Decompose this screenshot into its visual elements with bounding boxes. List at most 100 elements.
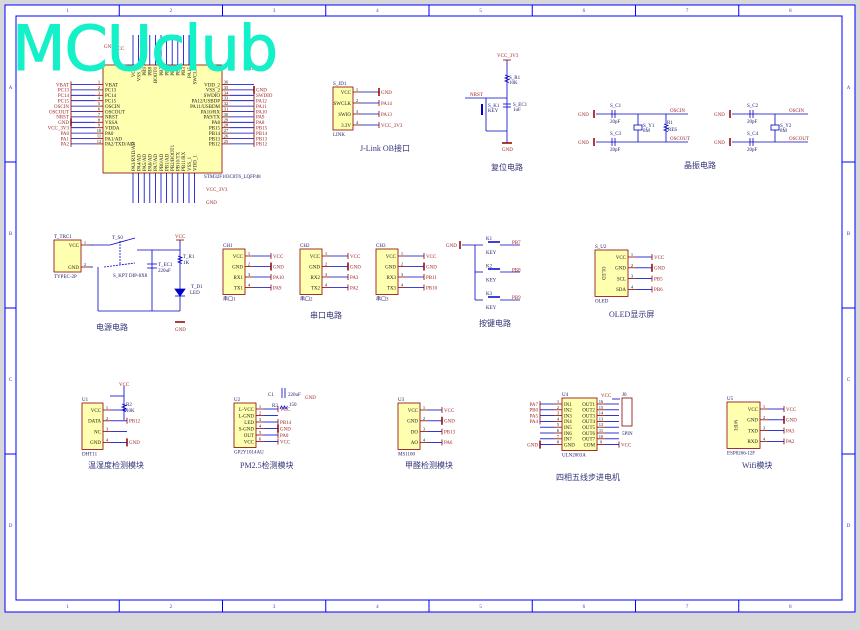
crystal2-c-top-ref: S_C2 <box>747 104 759 109</box>
pin-number: 2 <box>259 411 261 416</box>
pin-name: IN1 <box>564 403 572 408</box>
power-led-ref: T_D1 <box>191 285 203 290</box>
pin-number: 5 <box>98 101 101 106</box>
pin-number: 11 <box>97 134 101 139</box>
reset-net-label: NRST <box>470 93 483 98</box>
net-label: GND <box>350 265 361 270</box>
net-label: VCC <box>621 443 632 448</box>
pin-name: IN7 <box>564 438 572 443</box>
pin-name: OUT <box>244 434 254 439</box>
pin-number: 5 <box>557 422 560 427</box>
pin-number: 7 <box>557 434 560 439</box>
key-net-label: PB8 <box>512 269 521 274</box>
reset-cap-ref: S_EC1 <box>513 103 528 108</box>
power-circuit <box>92 237 186 323</box>
pin-name: PB9 <box>143 67 148 76</box>
net-label: PA10 <box>273 276 284 281</box>
reset-resistor-ref: S_R1 <box>509 76 521 81</box>
wifi-ref: U5 <box>727 397 734 402</box>
zone-column-label: 5 <box>479 605 482 610</box>
pin-number: 27 <box>224 128 229 133</box>
net-label: GND <box>250 67 261 72</box>
pin-name: GND <box>90 441 101 446</box>
crystal1-r-ref: R1 <box>667 121 673 126</box>
pin-name: IN4 <box>564 420 572 425</box>
pin-number: 4 <box>557 416 560 421</box>
zone-column-label: 4 <box>376 605 379 610</box>
watermark-logo: MCUclub <box>11 12 278 85</box>
pin-name: PA10/RX <box>201 110 221 115</box>
pin-name: VCC <box>91 409 102 414</box>
jlink-body <box>332 86 354 131</box>
crystal2-oscout: OSCOUT <box>789 137 809 142</box>
net-label: GND <box>206 201 217 206</box>
j0-ref: J0 <box>622 393 627 398</box>
pin-name: PA2/TXD/AD <box>105 143 134 148</box>
dht-vcc-net: VCC <box>119 383 130 388</box>
pin-name: PA7/AD <box>154 154 159 171</box>
pin-number: 4 <box>325 283 328 288</box>
net-label: PA14 <box>381 102 392 107</box>
ms-body <box>397 402 421 450</box>
pin-name: PB2/BOOT1 <box>171 144 176 171</box>
reset-key-ref: S_K1 <box>488 104 500 109</box>
wifi-body <box>726 401 761 449</box>
net-label: GND <box>273 265 284 270</box>
pin-number: 13 <box>599 416 604 421</box>
pin-name: GND <box>615 267 626 272</box>
pin-number: 2 <box>557 405 559 410</box>
caption-crystal: 晶振电路 <box>684 160 716 170</box>
crystal1-c-bot-ref: S_C3 <box>610 132 622 137</box>
pin-number: 2 <box>98 85 100 90</box>
pin-name: VBAT <box>105 83 118 88</box>
net-label: PA0 <box>280 434 289 439</box>
pin-name: VCC <box>233 255 244 260</box>
net-label: PB0 <box>529 409 538 414</box>
net-label: PA6 <box>444 441 453 446</box>
pin-number: 1 <box>248 251 250 256</box>
pin-name: PB8 <box>149 67 154 76</box>
pin-number: 2 <box>356 98 358 103</box>
net-label: PA2 <box>350 286 359 291</box>
pin-name: PB7 <box>160 67 165 76</box>
net-label: PB11 <box>426 276 437 281</box>
extra-wiring <box>110 386 633 427</box>
power-vcc-net: VCC <box>175 235 186 240</box>
pin-name: OUT5 <box>582 426 595 431</box>
pin-number: 6 <box>98 107 101 112</box>
net-label: PB10 <box>426 286 438 291</box>
power-cap-value: 220uF <box>158 269 171 274</box>
net-label: VBAT <box>56 83 69 88</box>
crystal2-ref: S_Y2 <box>780 124 792 129</box>
net-label: PB14 <box>256 132 268 137</box>
zone-column-label: 8 <box>789 605 792 610</box>
pin-number: 3 <box>259 417 262 422</box>
zone-row-label: D <box>9 524 13 529</box>
zone-column-label: 8 <box>789 9 792 14</box>
zone-row-label: A <box>847 86 851 91</box>
zone-row-label: B <box>847 232 851 237</box>
pin-number: 2 <box>325 262 327 267</box>
net-label: GND <box>381 91 392 96</box>
power-resistor-ref: T_R1 <box>183 255 195 260</box>
pin-number: 33 <box>224 96 229 101</box>
pm-ref: U2 <box>234 398 241 403</box>
pin-number: 1 <box>631 252 633 257</box>
pin-number: 15 <box>599 405 604 410</box>
pin-number: 30 <box>224 112 229 117</box>
pin-name: TX3 <box>387 286 397 291</box>
pin-name: PA9/TX <box>204 116 221 121</box>
pin-name: SWCLK <box>193 67 198 85</box>
pin-name: TX1 <box>234 286 244 291</box>
led-icon <box>174 288 186 297</box>
dht-resistor-value: 10K <box>126 409 135 414</box>
key-net-label: PB9 <box>512 296 521 301</box>
pin-name: VSS_2 <box>206 89 221 94</box>
pin-name: VCC <box>69 244 80 249</box>
pin-name: COM <box>584 443 596 448</box>
net-label: PA0 <box>61 132 70 137</box>
pin-name: VCC <box>386 255 397 260</box>
